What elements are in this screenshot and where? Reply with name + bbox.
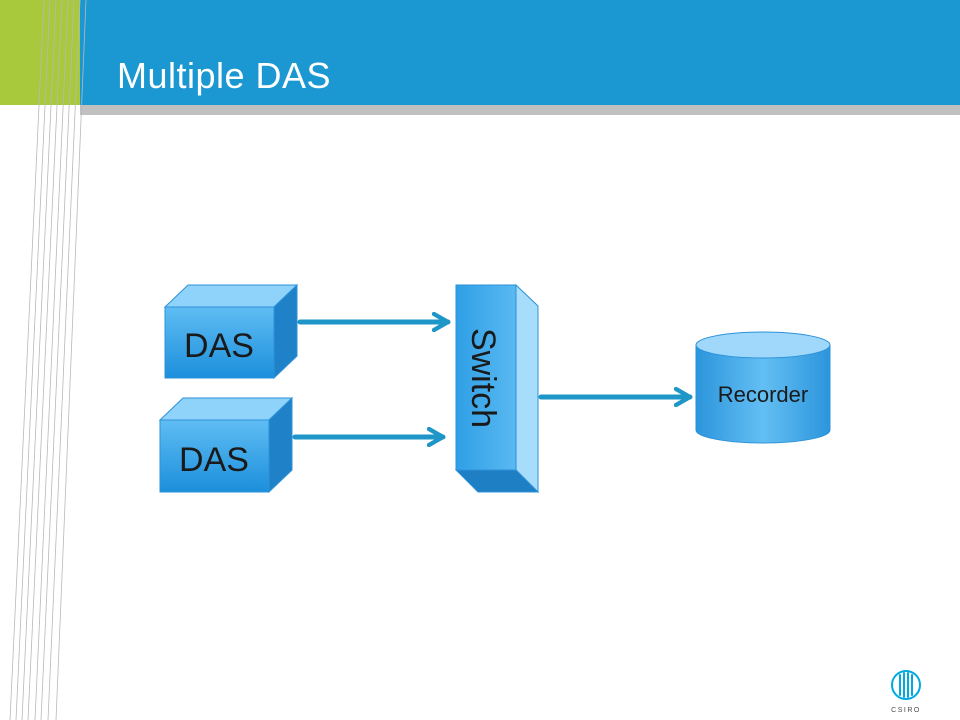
das-label-1: DAS: [184, 327, 254, 365]
csiro-logo-text: CSIRO: [891, 707, 921, 714]
switch-node: Switch: [454, 283, 540, 494]
header-shadow: [80, 105, 960, 115]
edges: [292, 322, 693, 437]
das-label-2: DAS: [179, 441, 249, 479]
switch-label: Switch: [464, 328, 502, 428]
das-node-2: DAS: [158, 396, 294, 494]
das-node-1: DAS: [163, 283, 299, 380]
recorder-node: Recorder: [695, 331, 831, 444]
decorative-lines: [9, 0, 87, 720]
slide-title: Multiple DAS: [117, 55, 332, 96]
csiro-logo: CSIRO: [891, 670, 921, 714]
recorder-label: Recorder: [718, 382, 808, 407]
header-blue-band: [80, 0, 960, 105]
